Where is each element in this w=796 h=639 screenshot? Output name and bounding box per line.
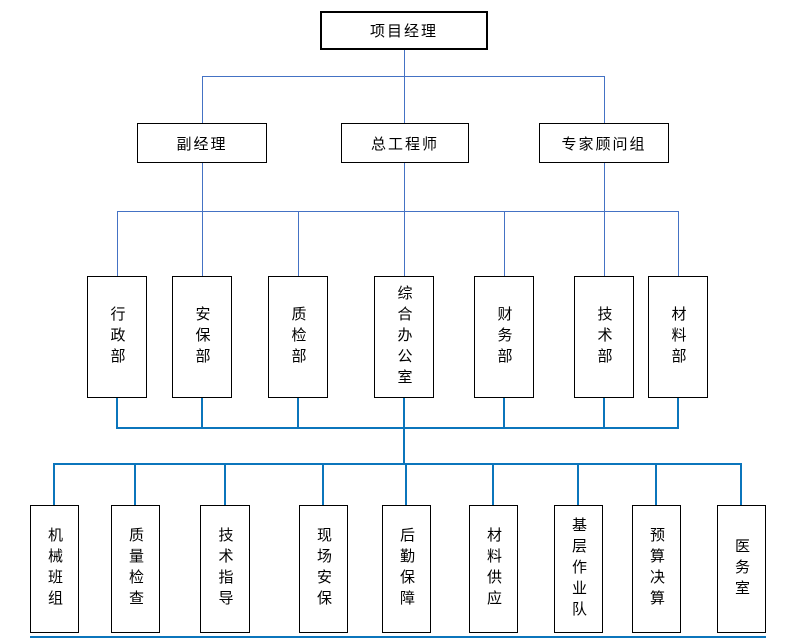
connector-level4-hbar <box>53 463 742 465</box>
node-general-office: 综合办公室 <box>374 276 434 398</box>
connector-drop-fieldteam <box>577 463 579 505</box>
node-chief-engineer: 总工程师 <box>341 123 469 163</box>
node-deputy-manager: 副经理 <box>137 123 267 163</box>
connector-drop-qualitycheck <box>134 463 136 505</box>
node-expert-advisory-group: 专家顾问组 <box>539 123 669 163</box>
node-administration-dept: 行政部 <box>87 276 147 398</box>
connector-drop-machinery <box>53 463 55 505</box>
connector-bottom-line <box>30 636 766 638</box>
node-technology-dept: 技术部 <box>574 276 634 398</box>
node-medical-room: 医务室 <box>717 505 766 633</box>
node-finance-dept: 财务部 <box>474 276 534 398</box>
connector-drop-deputy <box>202 76 203 123</box>
node-technical-guidance-label: 技术指导 <box>216 527 234 611</box>
node-material-supply: 材料供应 <box>469 505 518 633</box>
connector-admin-down <box>116 398 118 428</box>
node-quality-inspection-dept: 质检部 <box>268 276 328 398</box>
node-project-manager-label: 项目经理 <box>369 23 438 40</box>
connector-drop-supply <box>492 463 494 505</box>
node-deputy-manager-label: 副经理 <box>176 135 228 153</box>
node-security-dept-label: 安保部 <box>193 305 211 369</box>
node-material-supply-label: 材料供应 <box>485 527 502 611</box>
connector-level2-hbar <box>202 76 605 77</box>
connector-qc-down <box>297 398 299 428</box>
connector-drop-materials <box>678 211 679 276</box>
connector-security-down <box>201 398 203 428</box>
node-budget-settlement-label: 预算决算 <box>648 527 665 611</box>
node-machinery-team-label: 机械班组 <box>46 527 63 611</box>
node-administration-dept-label: 行政部 <box>108 305 126 369</box>
node-expert-advisory-group-label: 专家顾问组 <box>561 135 647 153</box>
node-field-operations-team: 基层作业队 <box>554 505 603 633</box>
connector-drop-admin <box>117 211 118 276</box>
connector-chief-down <box>404 163 405 276</box>
connector-deputy-down <box>202 163 203 276</box>
connector-expert-down <box>604 163 605 276</box>
node-budget-settlement: 预算决算 <box>632 505 681 633</box>
node-quality-inspection-dept-label: 质检部 <box>289 305 307 369</box>
connector-finance-down <box>503 398 505 428</box>
connector-drop-finance <box>504 211 505 276</box>
node-medical-room-label: 医务室 <box>733 537 750 601</box>
node-materials-dept-label: 材料部 <box>669 305 687 369</box>
connector-drop-medical <box>740 463 742 505</box>
connector-office-down <box>403 398 405 428</box>
node-materials-dept: 材料部 <box>648 276 708 398</box>
node-site-security-label: 现场安保 <box>315 527 332 611</box>
connector-tech-down <box>603 398 605 428</box>
node-quality-check-label: 质量检查 <box>127 527 144 611</box>
node-technology-dept-label: 技术部 <box>595 305 613 369</box>
node-logistics-support: 后勤保障 <box>382 505 431 633</box>
connector-drop-sitesecurity <box>322 463 324 505</box>
node-technical-guidance: 技术指导 <box>200 505 250 633</box>
connector-collect-hbar <box>116 427 679 429</box>
node-field-operations-team-label: 基层作业队 <box>570 516 587 622</box>
node-machinery-team: 机械班组 <box>30 505 79 633</box>
node-finance-dept-label: 财务部 <box>495 305 513 369</box>
connector-drop-quality-inspect <box>298 211 299 276</box>
node-quality-check: 质量检查 <box>111 505 160 633</box>
connector-center-drop <box>403 427 405 464</box>
node-chief-engineer-label: 总工程师 <box>370 135 439 153</box>
connector-material-down <box>677 398 679 428</box>
node-security-dept: 安保部 <box>172 276 232 398</box>
connector-drop-expert <box>604 76 605 123</box>
node-site-security: 现场安保 <box>299 505 348 633</box>
node-project-manager: 项目经理 <box>320 11 488 50</box>
connector-root-drop <box>404 50 405 123</box>
connector-drop-logistics <box>405 463 407 505</box>
connector-drop-techguide <box>224 463 226 505</box>
node-logistics-support-label: 后勤保障 <box>398 527 415 611</box>
node-general-office-label: 综合办公室 <box>395 284 413 390</box>
connector-level3-hbar <box>117 211 678 212</box>
connector-drop-budget <box>655 463 657 505</box>
